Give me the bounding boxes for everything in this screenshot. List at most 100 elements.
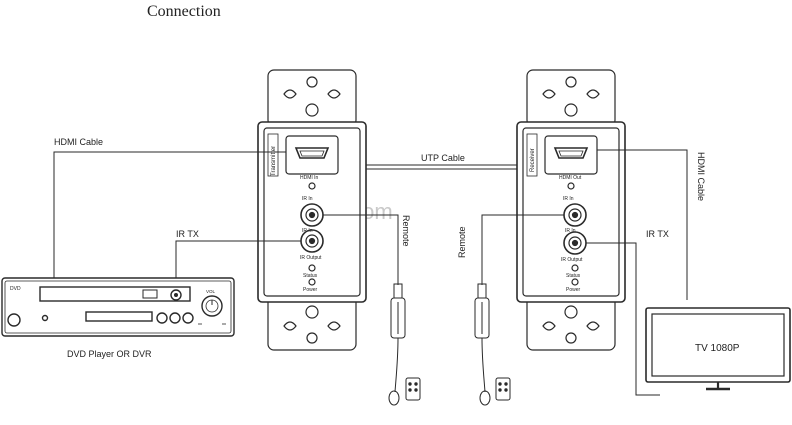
remote-accessory-left	[388, 283, 421, 406]
receiver-led-3-label: Power	[566, 287, 581, 293]
transmitter-ir-out-jack-inner	[305, 234, 319, 248]
transmitter-led-status	[308, 264, 316, 272]
utp-cable-label: UTP Cable	[421, 153, 465, 163]
remote-cable-left	[323, 214, 399, 285]
transmitter-led-3-label: Power	[303, 287, 318, 293]
dvd-badge: DVD	[10, 286, 21, 292]
dvd-ir-sensor	[170, 289, 182, 301]
transmitter-led-1	[308, 182, 316, 190]
dvd-power-button[interactable]	[7, 313, 21, 327]
remote-button-dot	[414, 382, 418, 386]
transmitter-side-tab	[267, 133, 279, 177]
remote-control-left	[405, 377, 421, 401]
remote-cable-right	[481, 214, 564, 285]
receiver-screw-hole	[564, 103, 578, 117]
receiver-port-bottom-label: IR Output	[561, 257, 583, 263]
remote-button-dot	[504, 382, 508, 386]
transmitter-inner-bezel	[263, 127, 361, 297]
transmitter-hdmi-pins	[299, 150, 325, 157]
dvd-control-button[interactable]	[156, 312, 168, 324]
receiver-faceplate	[516, 121, 626, 303]
transmitter-screw-hole	[305, 305, 319, 319]
receiver-slot	[542, 321, 600, 331]
receiver-led-power	[571, 278, 579, 286]
receiver-ir-in-jack-pin	[571, 211, 579, 219]
hdmi-cable-right	[597, 149, 688, 300]
remote-button-dot	[504, 388, 508, 392]
remote-button-dot	[498, 388, 502, 392]
transmitter-screw-hole	[305, 103, 319, 117]
dvd-control-button[interactable]	[182, 312, 194, 324]
receiver-led-1-label: IR In	[563, 196, 574, 202]
dvd-standby-led	[41, 314, 49, 322]
dvd-display-panel	[85, 311, 153, 322]
remote-right-label: Remote	[457, 226, 467, 258]
receiver-side-tab	[526, 133, 538, 177]
dvd-ir-sensor-dot	[174, 293, 178, 297]
tv-label: TV 1080P	[695, 343, 740, 354]
remote-accessory-right	[474, 283, 511, 406]
diagram-title: Connection	[147, 3, 221, 20]
receiver-ir-out-jack-inner	[568, 236, 582, 250]
transmitter-screw-hole	[306, 76, 318, 88]
transmitter-port-mid-label: IR In	[302, 228, 313, 234]
ir-tx-left-label: IR TX	[176, 229, 199, 239]
transmitter-side-label: Transmitter	[271, 146, 277, 176]
ir-wire-right	[481, 337, 486, 393]
ir-eye-right	[479, 390, 491, 406]
remote-button-dot	[408, 382, 412, 386]
receiver-screw-hole	[564, 305, 578, 319]
receiver-slot	[542, 89, 600, 99]
receiver-hdmi-port	[553, 147, 589, 159]
receiver-wall-plate	[516, 69, 626, 351]
dvd-disc-tray	[39, 286, 191, 302]
dvd-player-label: DVD Player OR DVR	[67, 349, 152, 359]
jack-plug-head-left	[393, 283, 403, 299]
receiver-led-1	[567, 182, 575, 190]
dvd-volume-knob[interactable]	[201, 295, 223, 317]
transmitter-slot	[283, 321, 341, 331]
receiver-screw-hole	[565, 332, 577, 344]
tv	[645, 307, 791, 391]
transmitter-wall-plate	[257, 69, 367, 351]
receiver-port-top-label: HDMI Out	[559, 175, 582, 181]
receiver-inner-bezel	[522, 127, 620, 297]
dvd-player	[1, 277, 235, 337]
ir-tx-cable-right	[586, 242, 660, 396]
remote-control-right	[495, 377, 511, 401]
receiver-ir-in-jack-inner	[568, 208, 582, 222]
tv-screen	[651, 313, 785, 377]
receiver-port-mid-label: IR In	[565, 228, 576, 234]
remote-left-label: Remote	[401, 215, 411, 247]
transmitter-led-power	[308, 278, 316, 286]
receiver-top-ear	[526, 69, 616, 127]
transmitter-screw-hole	[306, 332, 318, 344]
remote-button-dot	[414, 388, 418, 392]
cables	[53, 149, 688, 396]
transmitter-ir-out-jack-pin	[308, 237, 316, 245]
dvd-knob-label: VOL	[206, 289, 216, 294]
transmitter-port-top-label: HDMI In	[300, 175, 319, 181]
transmitter-ir-in-jack-pin	[308, 211, 316, 219]
transmitter-led-1-label: IR In	[302, 196, 313, 202]
transmitter-top-ear	[267, 69, 357, 127]
transmitter-led-2-label: Status	[303, 273, 318, 279]
receiver-hdmi-block	[544, 135, 598, 175]
receiver-hdmi-pins	[558, 150, 584, 157]
remote-button-dot	[408, 388, 412, 392]
receiver-side-label: Receiver	[530, 148, 536, 172]
transmitter-hdmi-port	[294, 147, 330, 159]
dvd-player-bezel	[4, 280, 232, 334]
ir-tx-cable-left	[175, 240, 301, 292]
transmitter-ir-in-jack-inner	[305, 208, 319, 222]
hdmi-cable-left-label: HDMI Cable	[54, 137, 103, 147]
ir-tx-right-label: IR TX	[646, 229, 669, 239]
receiver-ir-out-jack-pin	[571, 239, 579, 247]
dvd-player-body	[1, 277, 235, 337]
receiver-screw-hole	[565, 76, 577, 88]
dvd-control-button[interactable]	[169, 312, 181, 324]
dvd-eject-button[interactable]	[142, 289, 158, 299]
ir-eye-left	[388, 390, 400, 406]
